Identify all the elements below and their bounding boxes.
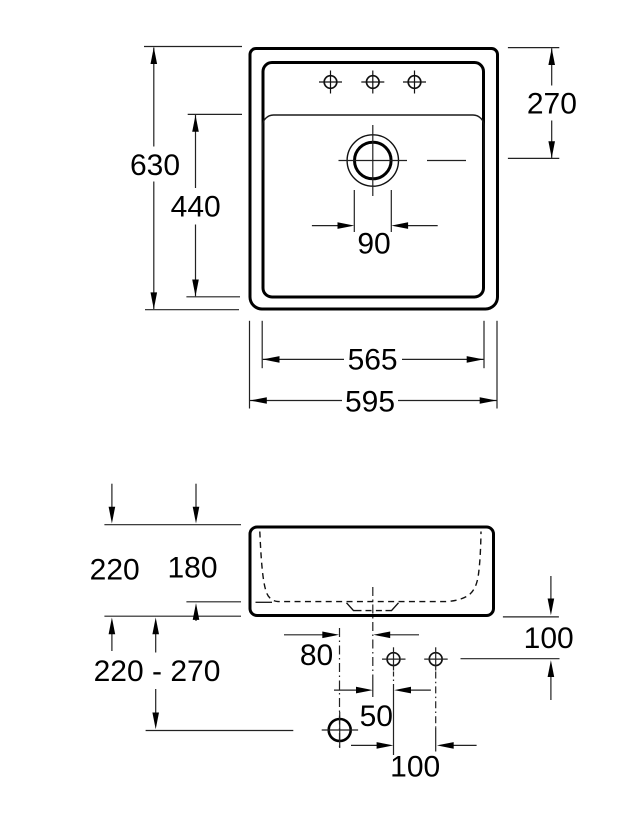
svg-text:80: 80 bbox=[300, 639, 333, 672]
svg-text:100: 100 bbox=[390, 750, 440, 783]
svg-text:220: 220 bbox=[90, 554, 140, 587]
svg-text:180: 180 bbox=[167, 552, 217, 585]
svg-text:220 - 270: 220 - 270 bbox=[94, 655, 221, 688]
svg-text:90: 90 bbox=[357, 228, 390, 261]
svg-text:630: 630 bbox=[130, 149, 180, 182]
svg-text:100: 100 bbox=[524, 622, 574, 655]
svg-text:270: 270 bbox=[527, 87, 577, 120]
svg-text:440: 440 bbox=[171, 190, 221, 223]
svg-text:565: 565 bbox=[348, 344, 398, 377]
svg-text:50: 50 bbox=[360, 700, 393, 733]
svg-text:595: 595 bbox=[345, 386, 395, 419]
